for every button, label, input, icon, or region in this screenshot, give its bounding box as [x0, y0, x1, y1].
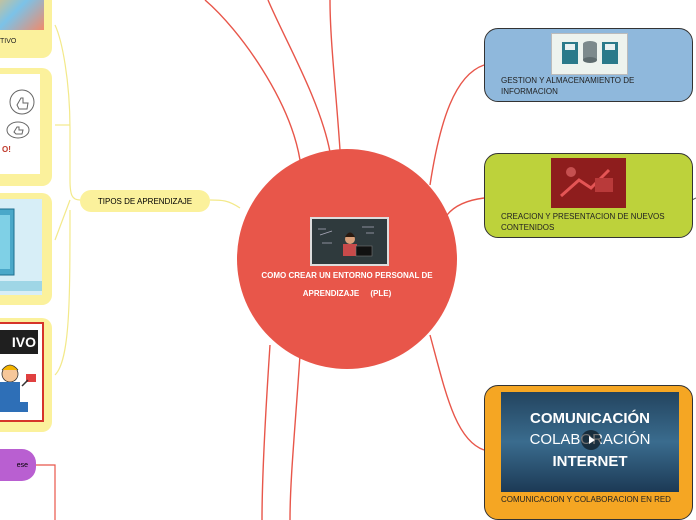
play-icon[interactable]: [581, 430, 601, 450]
central-topic-image: [310, 217, 389, 266]
thumbs-up-icon: [6, 89, 35, 139]
connector-purple: [36, 464, 56, 520]
video-title-line1: COMUNICACIÓN: [530, 410, 650, 427]
connector-bottom-1: [261, 344, 271, 520]
student-icon: [0, 364, 36, 412]
student-laptop-icon: [312, 219, 387, 264]
connector-bottom-2: [289, 354, 301, 520]
left-card-1[interactable]: TIVO: [0, 0, 52, 58]
left-card-3-image: [0, 199, 42, 295]
topic-gestion-image: [551, 33, 628, 75]
computer-icon: [0, 208, 42, 291]
connector-top-2: [267, 0, 331, 153]
video-title-line3: INTERNET: [552, 453, 628, 470]
topic-creacion-label: CREACION Y PRESENTACION DE NUEVOS CONTEN…: [501, 212, 665, 232]
topic-comunicacion-colaboracion[interactable]: COMUNICACIÓN COLABORACIÓN INTERNET COMUN…: [484, 385, 693, 520]
left-card-3[interactable]: [0, 193, 52, 305]
left-card-2[interactable]: O!: [0, 68, 52, 186]
connector-left-topic: [209, 199, 241, 209]
left-card-4-banner: IVO: [0, 330, 38, 354]
topic-gestion-almacenamiento[interactable]: GESTION Y ALMACENAMIENTO DE INFORMACION: [484, 28, 693, 102]
topic-creacion-presentacion[interactable]: CREACION Y PRESENTACION DE NUEVOS CONTEN…: [484, 153, 693, 238]
connector-left-card4: [54, 209, 71, 376]
connector-right-2: [446, 197, 485, 216]
topic-creacion-image: [551, 158, 626, 208]
video-thumbnail[interactable]: COMUNICACIÓN COLABORACIÓN INTERNET: [501, 392, 679, 492]
presentation-icon: [551, 158, 626, 208]
connector-top-3: [329, 0, 341, 151]
connector-top-1: [204, 0, 301, 161]
left-card-4[interactable]: IVO: [0, 318, 52, 432]
connector-left-trunk: [54, 24, 81, 201]
left-card-1-image: [0, 0, 44, 30]
topic-purple-label: ese: [16, 461, 28, 469]
left-card-2-image: O!: [0, 74, 40, 174]
topic-tipos-de-aprendizaje[interactable]: TIPOS DE APRENDIZAJE: [80, 190, 210, 212]
topic-comunicacion-label: COMUNICACION Y COLABORACION EN RED: [501, 495, 671, 504]
connector-left-card3: [54, 199, 71, 241]
database-icon: [562, 41, 618, 64]
central-topic-title: COMO CREAR UN ENTORNO PERSONAL DE APREND…: [261, 271, 433, 298]
left-card-2-label: O!: [2, 145, 11, 154]
topic-tipos-de-aprendizaje-label: TIPOS DE APRENDIZAJE: [97, 196, 193, 206]
left-card-1-label: TIVO: [0, 38, 17, 45]
connector-right-1: [429, 64, 485, 186]
topic-gestion-label: GESTION Y ALMACENAMIENTO DE INFORMACION: [501, 76, 635, 96]
connector-right-3: [429, 334, 485, 451]
central-topic[interactable]: COMO CREAR UN ENTORNO PERSONAL DE APREND…: [237, 149, 457, 369]
left-card-4-image: IVO: [0, 322, 44, 422]
topic-purple-partial[interactable]: ese: [0, 449, 36, 481]
